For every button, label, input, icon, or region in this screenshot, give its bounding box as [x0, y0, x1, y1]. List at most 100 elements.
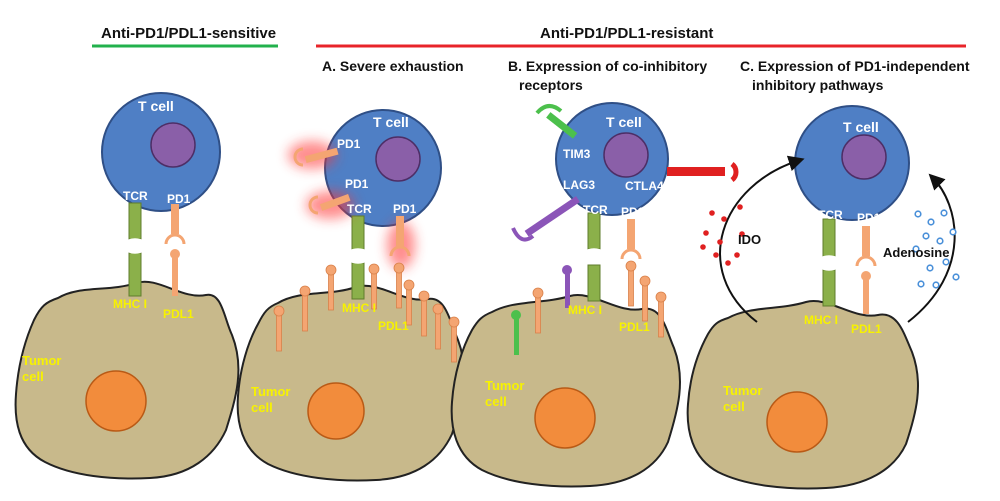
molecule-dot — [952, 273, 960, 281]
pdl1-head — [403, 279, 415, 291]
pdl1-head — [655, 291, 667, 303]
molecule-dot — [940, 209, 948, 217]
lag3-receptor — [511, 196, 580, 242]
tcr-mhc-contact — [817, 255, 841, 271]
label-tumor-line2: cell — [251, 400, 273, 415]
molecule-dot — [926, 264, 934, 272]
label-pdl1: PDL1 — [163, 307, 194, 321]
pdl1-stalk — [276, 314, 282, 352]
label-pd1-free-1: PD1 — [337, 137, 361, 151]
tcr-mhc-contact — [346, 248, 370, 264]
tcr-receptor — [128, 202, 142, 240]
ido-molecules — [700, 204, 745, 266]
pd1-receptor — [396, 216, 404, 246]
mhc-molecule — [351, 262, 365, 300]
mhc-molecule — [822, 269, 836, 307]
pd1-receptor — [862, 226, 870, 256]
header-resistant: Anti-PD1/PDL1-resistant — [540, 25, 714, 42]
tcr-receptor — [822, 218, 836, 258]
pdl1-head — [393, 262, 405, 274]
label-mhc: MHC I — [568, 303, 602, 317]
molecule-dot — [914, 210, 922, 218]
label-t-cell: T cell — [843, 119, 879, 135]
molecule-dot — [936, 237, 944, 245]
molecule-dot — [912, 245, 920, 253]
label-tcr: TCR — [818, 208, 843, 222]
label-mhc: MHC I — [113, 297, 147, 311]
pdl1-head — [432, 303, 444, 315]
panel-c-title-line2: inhibitory pathways — [752, 77, 884, 93]
mhc-molecule — [128, 252, 142, 297]
tcr-mhc-contact — [123, 238, 147, 254]
pd1-receptor — [171, 204, 179, 234]
panel-co-inhibitory: T cell TIM3 LAG3 CTLA4 TCR PD1 MHC I PDL… — [450, 102, 739, 488]
pdl1-head — [625, 260, 637, 272]
pdl1-stalk — [302, 294, 308, 332]
label-t-cell: T cell — [138, 98, 174, 114]
label-lag3: LAG3 — [563, 178, 595, 192]
label-pd1: PD1 — [393, 202, 417, 216]
label-tumor-line1: Tumor — [22, 353, 61, 368]
panel-b-title-line2: receptors — [519, 77, 583, 93]
label-tcr: TCR — [123, 189, 148, 203]
panel-sensitive: T cell TCR PD1 MHC I PDL1 Tumor cell — [14, 92, 240, 480]
molecule-dot — [927, 218, 935, 226]
label-pd1: PD1 — [167, 192, 191, 206]
label-mhc: MHC I — [804, 313, 838, 327]
molecule-dot — [700, 244, 706, 250]
adenosine-molecules — [912, 209, 960, 289]
label-pd1: PD1 — [857, 211, 881, 225]
molecule-dot — [717, 239, 723, 245]
ido-arrow — [719, 155, 805, 323]
mhc-molecule — [587, 264, 601, 302]
label-pd1: PD1 — [621, 205, 645, 219]
pdl1-stalk — [628, 269, 634, 307]
pd1-cup — [855, 255, 877, 267]
label-tcr: TCR — [583, 203, 608, 217]
pdl1-stalk — [642, 284, 648, 322]
tumor-nucleus — [534, 387, 596, 449]
pdl1-head — [418, 290, 430, 302]
pdl1-head — [325, 264, 337, 276]
label-tumor-line2: cell — [485, 394, 507, 409]
pdl1-stalk — [172, 258, 178, 296]
tim3-receptor — [535, 104, 578, 139]
molecule-dot — [737, 204, 743, 210]
tcr-receptor — [351, 215, 365, 251]
t-cell-nucleus — [375, 136, 421, 182]
pdl1-head — [273, 305, 285, 317]
molecule-dot — [949, 228, 957, 236]
pdl1-ligands — [532, 260, 667, 338]
pdl1-stalk — [421, 299, 427, 337]
label-tumor-line2: cell — [723, 399, 745, 414]
pd1-receptor — [627, 219, 635, 249]
ctla4-receptor — [667, 162, 739, 182]
label-adenosine: Adenosine — [883, 245, 949, 260]
pdl1-stalk — [396, 271, 402, 309]
molecule-dot — [922, 232, 930, 240]
pdl1-ligands — [273, 262, 460, 363]
tumor-nucleus — [85, 370, 147, 432]
pdl1-head — [639, 275, 651, 287]
molecule-dot — [709, 210, 715, 216]
molecule-dot — [932, 281, 940, 289]
panel-c-title-line1: C. Expression of PD1-independent — [740, 58, 970, 74]
label-mhc: MHC I — [342, 301, 376, 315]
pdl1-stalk — [658, 300, 664, 338]
pdl1-stalk — [451, 325, 457, 363]
pdl1-head — [368, 263, 380, 275]
pd1-cup — [620, 248, 642, 260]
pdl1-stalk — [328, 273, 334, 311]
pd1-cup — [389, 245, 411, 257]
molecule-dot — [942, 258, 950, 266]
label-tim3: TIM3 — [563, 147, 591, 161]
free-pd1-2 — [308, 194, 351, 215]
pdl1-head — [170, 249, 180, 259]
molecule-dot — [739, 231, 745, 237]
label-pd1-free-2: PD1 — [345, 177, 369, 191]
tcr-mhc-contact — [582, 248, 606, 264]
panel-severe-exhaustion: T cell PD1 PD1 TCR PD1 MHC I PDL1 Tumor … — [236, 109, 465, 482]
label-ctla4: CTLA4 — [625, 179, 664, 193]
